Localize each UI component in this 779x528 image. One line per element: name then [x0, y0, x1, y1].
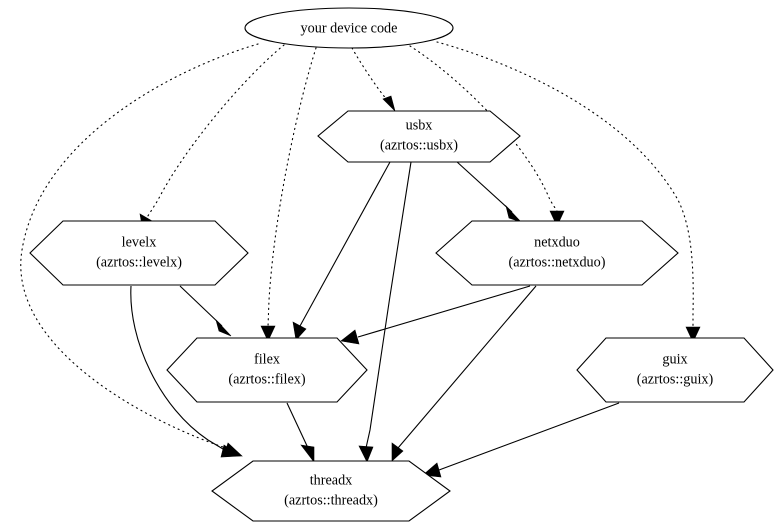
node-netxduo[interactable]: netxduo (azrtos::netxduo) — [435, 220, 679, 286]
edge-path — [455, 160, 513, 213]
node-guix-label-name: guix — [662, 351, 687, 367]
octagon-shape — [317, 110, 521, 163]
node-usbx[interactable]: usbx (azrtos::usbx) — [317, 110, 521, 163]
node-netxduo-label-ns: (azrtos::netxduo) — [509, 254, 606, 270]
edge-device-to-netxduo — [409, 45, 565, 227]
edge-usbx-to-netxduo — [455, 160, 522, 223]
edge-device-to-levelx — [139, 44, 285, 232]
edge-path — [130, 285, 229, 453]
octagon-shape — [211, 460, 451, 522]
edge-device-to-filex — [260, 47, 317, 342]
node-netxduo-label-name: netxduo — [534, 234, 580, 250]
edge-path — [299, 161, 391, 327]
edge-path — [267, 47, 317, 328]
edge-levelx-to-filex — [179, 285, 232, 337]
node-threadx[interactable]: threadx (azrtos::threadx) — [211, 460, 451, 522]
edge-path — [397, 285, 537, 449]
arrowhead — [220, 444, 241, 458]
edge-path — [351, 47, 392, 105]
arrowhead — [260, 325, 276, 342]
node-usbx-label-name: usbx — [406, 117, 433, 133]
arrowhead — [292, 321, 307, 341]
node-levelx[interactable]: levelx (azrtos::levelx) — [29, 220, 249, 286]
node-device-code[interactable]: your device code — [244, 7, 454, 49]
edge-layer — [20, 41, 701, 478]
arrowhead — [300, 444, 315, 463]
arrowhead — [685, 326, 701, 343]
arrowhead — [382, 95, 396, 113]
node-threadx-label-ns: (azrtos::threadx) — [284, 492, 378, 508]
arrowhead — [422, 462, 442, 478]
node-levelx-label-ns: (azrtos::levelx) — [96, 254, 182, 270]
octagon-shape — [435, 220, 679, 286]
octagon-shape — [29, 220, 249, 286]
arrowhead — [215, 319, 232, 337]
edge-path — [179, 285, 223, 327]
ellipse-shape — [244, 7, 454, 49]
edge-path — [286, 402, 309, 449]
node-filex-label-name: filex — [254, 351, 280, 367]
edge-device-to-guix — [436, 41, 701, 343]
node-guix-label-ns: (azrtos::guix) — [637, 371, 714, 387]
arrowhead — [391, 442, 404, 462]
node-layer: your device code usbx (azrtos::usbx) lev… — [29, 7, 774, 522]
octagon-shape — [576, 337, 774, 403]
edge-path — [438, 402, 620, 471]
edge-path — [365, 161, 412, 449]
edge-path — [145, 44, 285, 220]
node-device-code-label: your device code — [301, 20, 398, 36]
edge-netxduo-to-filex — [340, 285, 531, 345]
arrowhead — [358, 445, 374, 463]
edge-netxduo-to-threadx — [391, 285, 537, 462]
node-guix[interactable]: guix (azrtos::guix) — [576, 337, 774, 403]
node-usbx-label-ns: (azrtos::usbx) — [380, 137, 458, 153]
node-threadx-label-name: threadx — [310, 472, 353, 488]
edge-device-to-usbx — [351, 47, 396, 113]
node-levelx-label-name: levelx — [122, 234, 157, 250]
edge-guix-to-threadx — [422, 402, 620, 478]
arrowhead — [340, 329, 360, 345]
edge-filex-to-threadx — [286, 402, 315, 463]
edge-usbx-to-filex — [292, 161, 391, 341]
arrowhead — [505, 204, 522, 223]
edge-path — [409, 45, 558, 212]
edge-path — [20, 43, 259, 451]
arrowhead — [549, 210, 565, 227]
edge-path — [436, 41, 694, 329]
edge-path — [357, 285, 531, 338]
edge-usbx-to-threadx — [358, 161, 412, 463]
node-filex[interactable]: filex (azrtos::filex) — [166, 337, 368, 403]
octagon-shape — [166, 337, 368, 403]
edge-levelx-to-threadx — [130, 285, 241, 458]
node-filex-label-ns: (azrtos::filex) — [228, 371, 305, 387]
